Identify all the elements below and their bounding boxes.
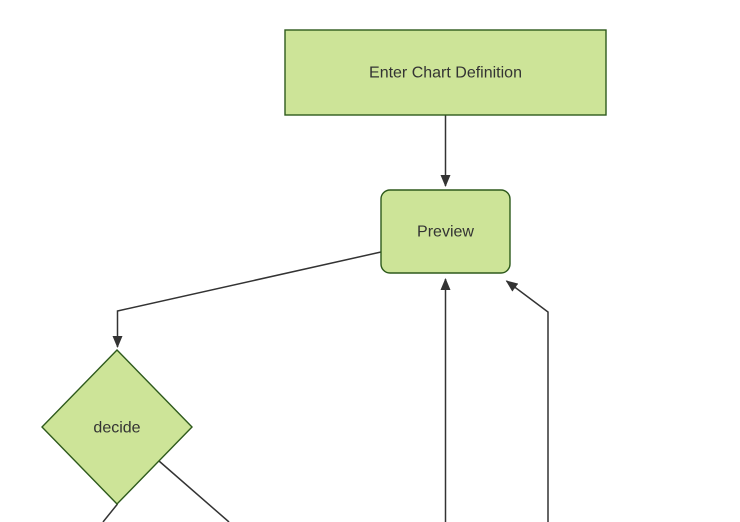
edge-offscreen-bottom-right-to-preview: [505, 280, 549, 522]
edge-preview-to-decide: [112, 251, 382, 348]
node-enter-chart-definition-label: Enter Chart Definition: [369, 65, 522, 82]
node-decide-shape: [41, 348, 193, 506]
node-enter-chart-definition-shape: [284, 29, 607, 116]
edge-layer: [102, 115, 549, 522]
node-preview-label: Preview: [417, 224, 474, 241]
node-preview-shape: [380, 189, 511, 274]
edge-decide-to-offscreen-bottom-right: [158, 460, 230, 522]
node-preview: Preview: [380, 189, 511, 274]
node-enter-chart-definition: Enter Chart Definition: [284, 29, 607, 116]
node-decide: decide: [41, 348, 193, 506]
edge-decide-to-offscreen-bottom: [102, 503, 119, 522]
node-decide-label: decide: [93, 420, 140, 437]
